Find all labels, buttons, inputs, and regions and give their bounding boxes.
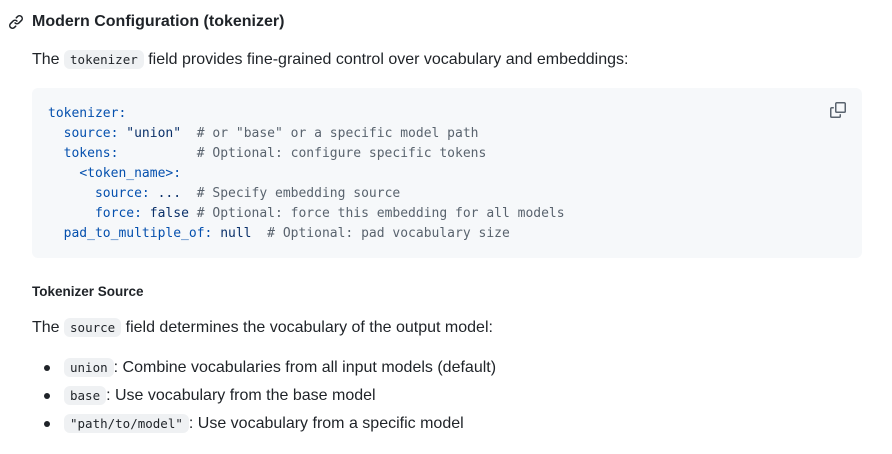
code-value: "union": [118, 126, 182, 141]
code-line: <token_name>:: [48, 164, 565, 184]
code-lines: tokenizer: source: "union" # or "base" o…: [48, 104, 565, 244]
link-icon[interactable]: [8, 14, 24, 30]
code-key: source:: [63, 126, 119, 141]
option-description: : Combine vocabularies from all input mo…: [113, 359, 497, 376]
code-key: pad_to_multiple_of:: [63, 226, 213, 241]
code-key: <token_name>:: [79, 166, 182, 181]
list-item: base: Use vocabulary from the base model: [32, 384, 496, 412]
inline-code-option: base: [64, 386, 107, 405]
code-comment: # Specify embedding source: [181, 186, 401, 201]
code-comment: # Optional: force this embedding for all…: [188, 206, 565, 221]
inline-code-option: "path/to/model": [64, 414, 189, 433]
section-title: Modern Configuration (tokenizer): [32, 13, 285, 30]
source-text-after: field determines the vocabulary of the o…: [121, 319, 493, 336]
source-paragraph: The source field determines the vocabula…: [32, 316, 493, 340]
list-item: "path/to/model": Use vocabulary from a s…: [32, 412, 496, 440]
code-line: tokenizer:: [48, 104, 565, 124]
inline-code-option: union: [64, 358, 114, 377]
intro-text-after: field provides fine-grained control over…: [143, 51, 629, 68]
code-line: pad_to_multiple_of: null # Optional: pad…: [48, 224, 565, 244]
code-value: null: [212, 226, 252, 241]
code-comment: # Optional: pad vocabulary size: [251, 226, 510, 241]
option-description: : Use vocabulary from a specific model: [188, 415, 464, 432]
source-text-before: The: [32, 319, 65, 336]
code-key: tokenizer:: [48, 106, 127, 121]
code-line: tokens: # Optional: configure specific t…: [48, 144, 565, 164]
code-key: tokens:: [63, 146, 119, 161]
inline-code-source: source: [64, 318, 122, 337]
code-value: ...: [149, 186, 182, 201]
section-heading: Modern Configuration (tokenizer): [8, 10, 284, 34]
subsection-title: Tokenizer Source: [32, 284, 144, 299]
intro-text-before: The: [32, 51, 65, 68]
code-line: source: "union" # or "base" or a specifi…: [48, 124, 565, 144]
code-key: force:: [94, 206, 142, 221]
inline-code-tokenizer: tokenizer: [64, 50, 144, 69]
code-value: false: [141, 206, 189, 221]
code-key: source:: [94, 186, 150, 201]
code-line: source: ... # Specify embedding source: [48, 184, 565, 204]
copy-icon: [830, 102, 846, 118]
list-item: union: Combine vocabularies from all inp…: [32, 356, 496, 384]
source-options-list: union: Combine vocabularies from all inp…: [32, 356, 496, 440]
code-line: force: false # Optional: force this embe…: [48, 204, 565, 224]
code-block: tokenizer: source: "union" # or "base" o…: [32, 88, 862, 258]
code-comment: # Optional: configure specific tokens: [118, 146, 487, 161]
code-comment: # or "base" or a specific model path: [181, 126, 479, 141]
option-description: : Use vocabulary from the base model: [106, 387, 376, 404]
copy-button[interactable]: [828, 100, 848, 120]
intro-paragraph: The tokenizer field provides fine-graine…: [32, 48, 628, 72]
